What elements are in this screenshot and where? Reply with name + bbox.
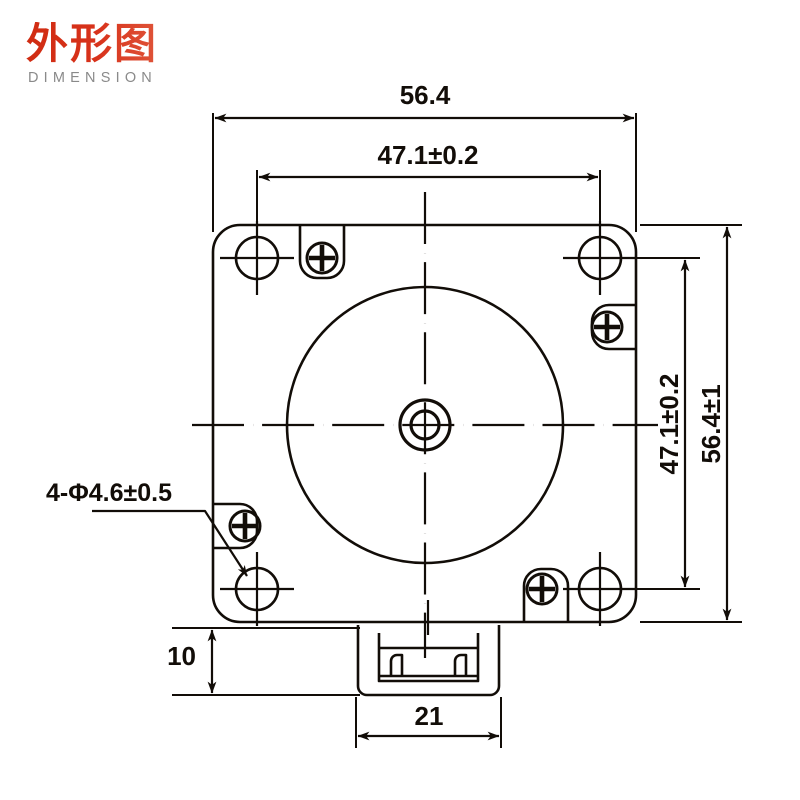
dim-label-hole-callout: 4-Φ4.6±0.5 [46, 479, 172, 507]
dim-label-width-overall: 56.4 [400, 80, 451, 110]
screw-slot-bottom-right [522, 567, 570, 622]
screw-head-top-right [590, 310, 624, 344]
screw-head-bottom-right [525, 572, 559, 606]
connector-latch-left [389, 653, 404, 676]
screw-cross-bottom-right [529, 576, 555, 602]
screw-cross-top-left [309, 245, 335, 271]
screw-head-top-left [305, 241, 339, 275]
dim-label-height-bolt-circle: 47.1±0.2 [654, 373, 684, 474]
connector-inner-body [377, 633, 480, 683]
dim-label-connector-width: 21 [415, 701, 444, 731]
page-title-english: DIMENSION [28, 70, 157, 87]
dim-label-connector-height: 10 [167, 641, 196, 671]
dim-label-width-bolt-circle: 47.1±0.2 [377, 140, 478, 170]
screw-slot-top-left [298, 225, 346, 280]
screw-cross-top-right [594, 314, 620, 340]
motor-body-outline [211, 223, 638, 624]
connector-outer-housing [356, 625, 501, 697]
screw-cross-bottom-left [232, 513, 258, 539]
leader-line-hole-callout [92, 509, 248, 577]
title-block: 外形图 DIMENSION [26, 21, 226, 87]
page-title-chinese: 外形图 [26, 21, 226, 66]
screw-head-bottom-left [228, 509, 262, 543]
connector-latch-right [453, 653, 468, 676]
dim-label-height-overall: 56.4±1 [696, 384, 726, 463]
